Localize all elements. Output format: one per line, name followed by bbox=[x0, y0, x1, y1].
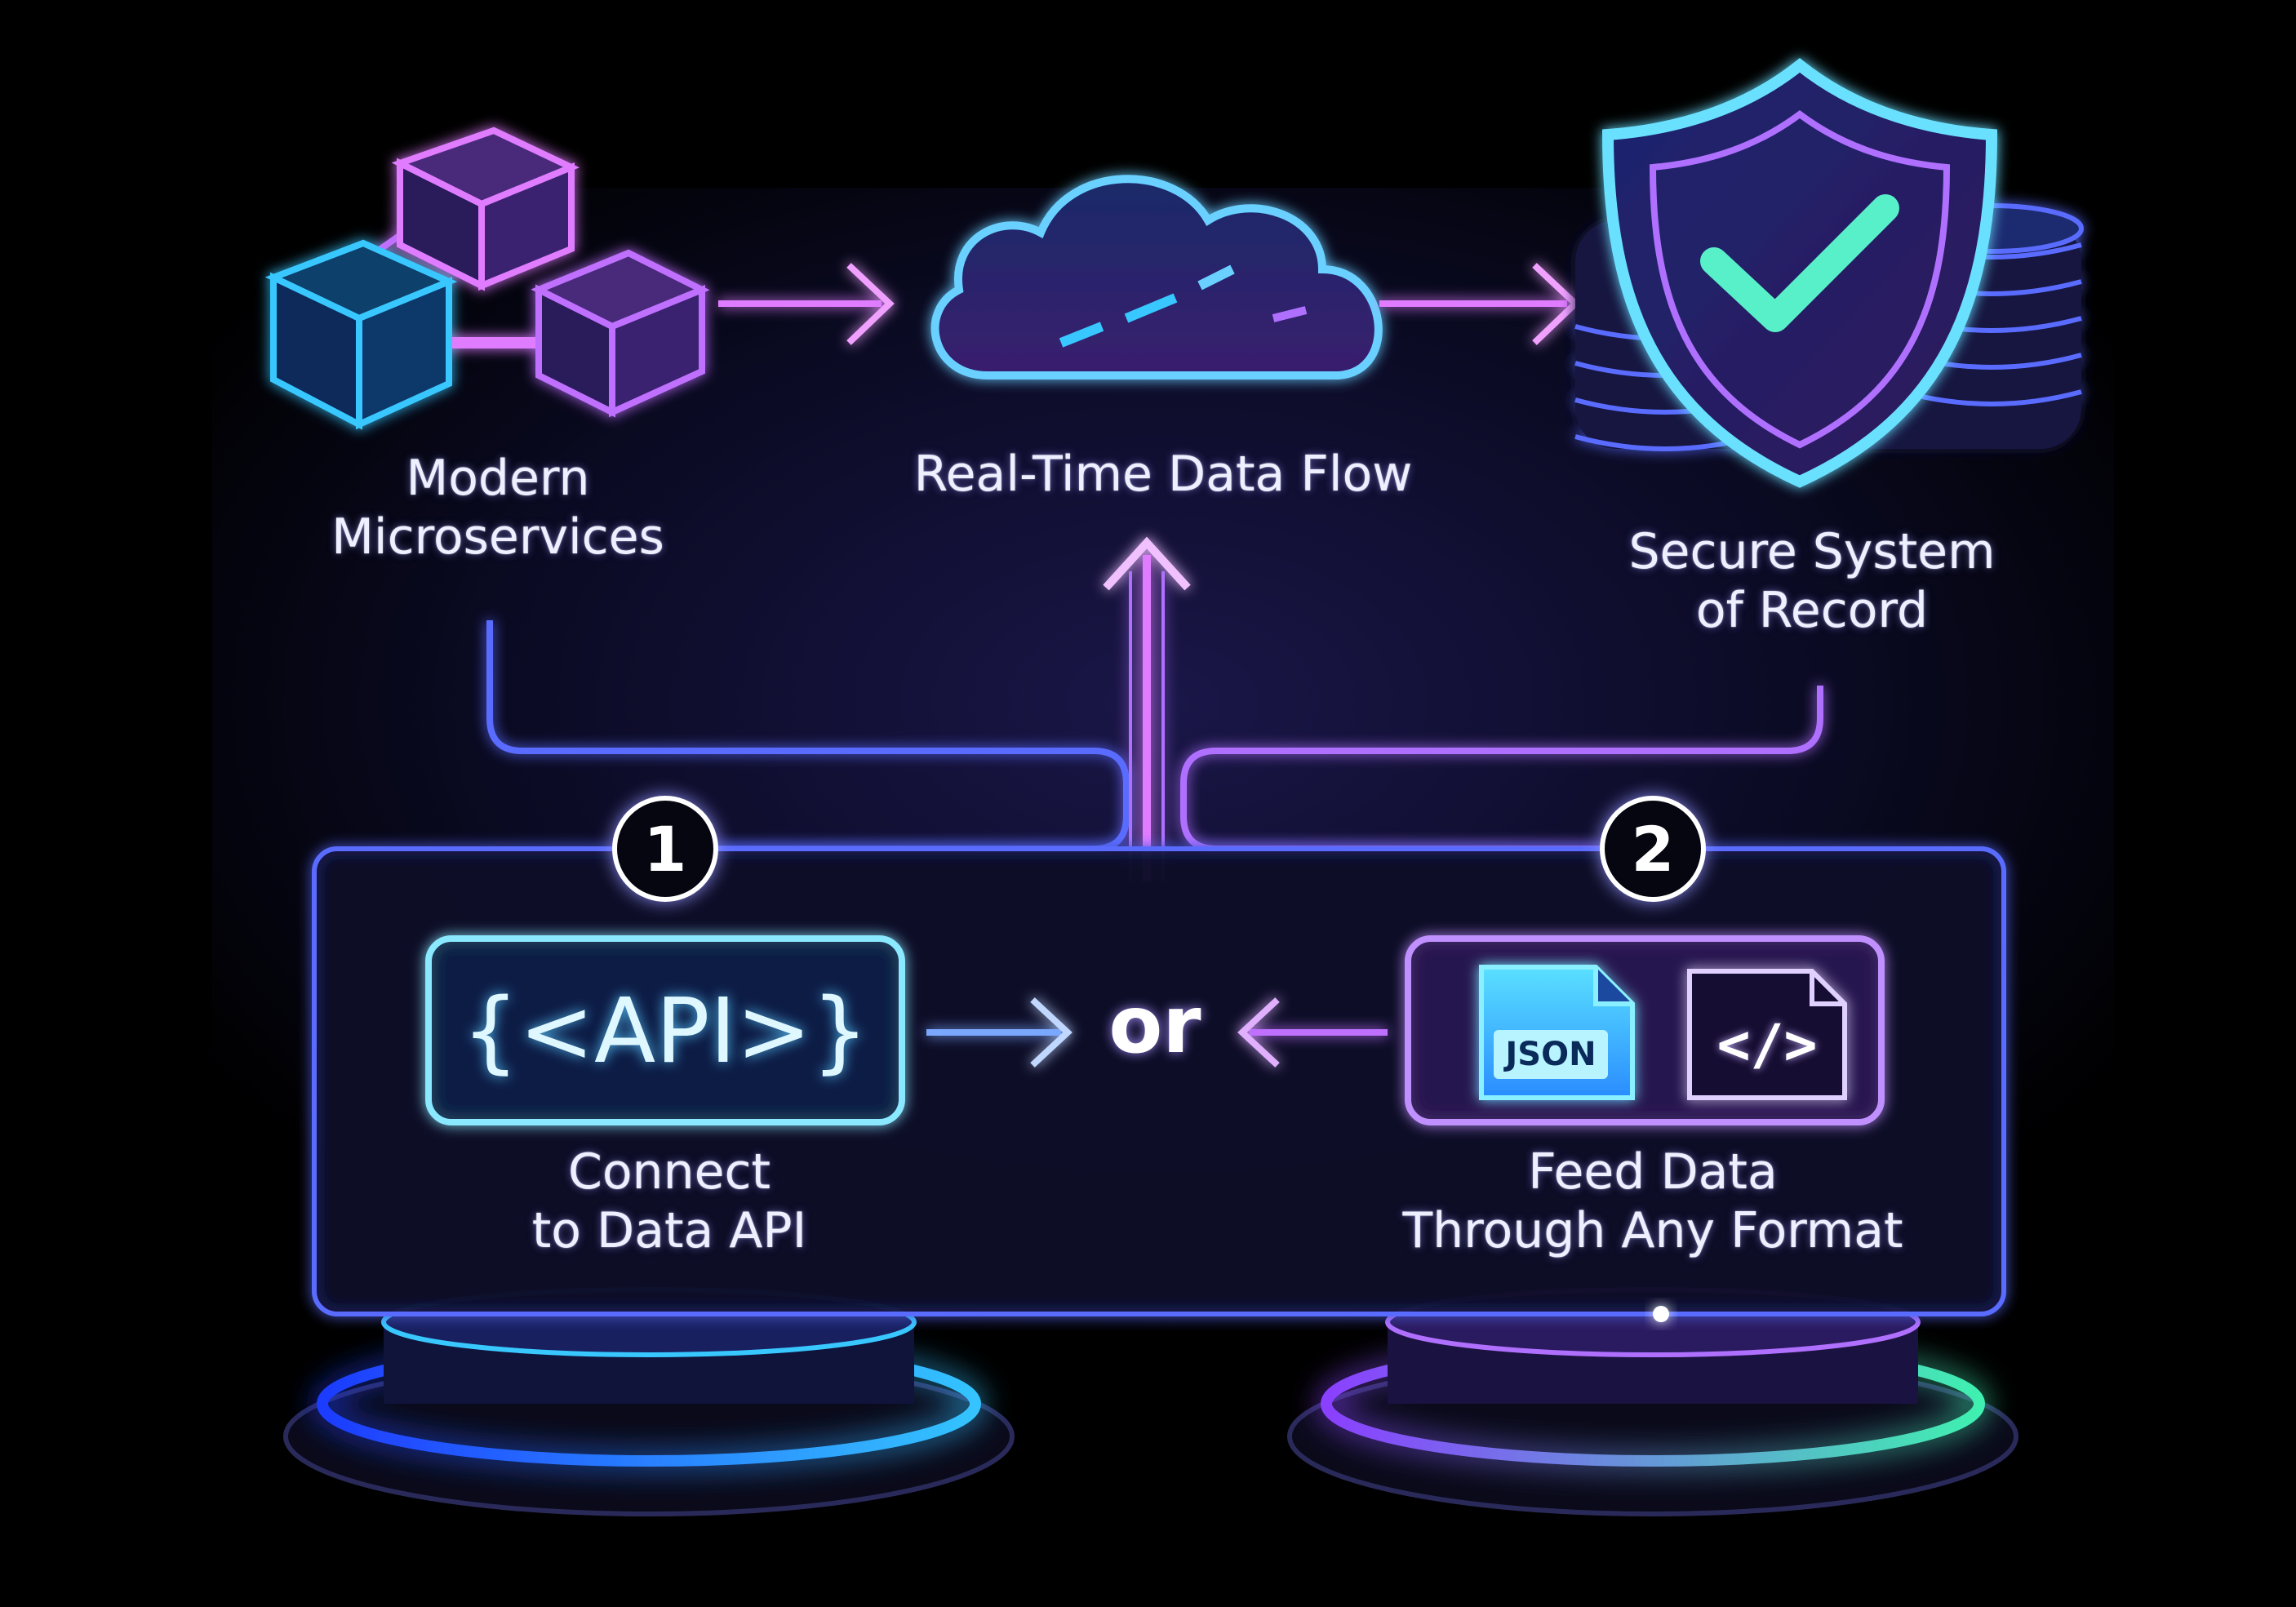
option-1-badge: 1 bbox=[612, 796, 718, 902]
arrow-api-to-or-icon bbox=[926, 997, 1073, 1068]
connector-lines bbox=[486, 536, 1823, 881]
shield-check-icon bbox=[1601, 58, 1998, 488]
api-icon-text: {<API>} bbox=[461, 978, 869, 1083]
pedestal-formats bbox=[1287, 1287, 2018, 1516]
json-icon-text: JSON bbox=[1505, 1036, 1597, 1073]
code-icon-text: </> bbox=[1716, 1012, 1818, 1077]
api-option-label: Connect to Data API bbox=[531, 1143, 807, 1259]
formats-option-label: Feed Data Through Any Format bbox=[1402, 1143, 1903, 1259]
data-flow-label: Real-Time Data Flow bbox=[913, 446, 1413, 503]
cloud-icon bbox=[930, 175, 1383, 380]
json-file-icon bbox=[1479, 965, 1635, 1100]
or-separator: or bbox=[1108, 979, 1201, 1071]
system-of-record-label: Secure System of Record bbox=[1628, 523, 1996, 639]
microservices-label: Modern Microservices bbox=[331, 450, 664, 566]
api-box bbox=[425, 935, 905, 1125]
code-file-icon bbox=[1687, 969, 1847, 1100]
arrow-formats-to-or-icon bbox=[1237, 997, 1388, 1068]
microservices-cubes-icon bbox=[264, 127, 710, 430]
pedestal-api bbox=[283, 1287, 1015, 1516]
arrow-to-cloud-icon bbox=[718, 263, 895, 345]
option-2-badge: 2 bbox=[1600, 796, 1706, 902]
panel-spark bbox=[1653, 1306, 1669, 1322]
